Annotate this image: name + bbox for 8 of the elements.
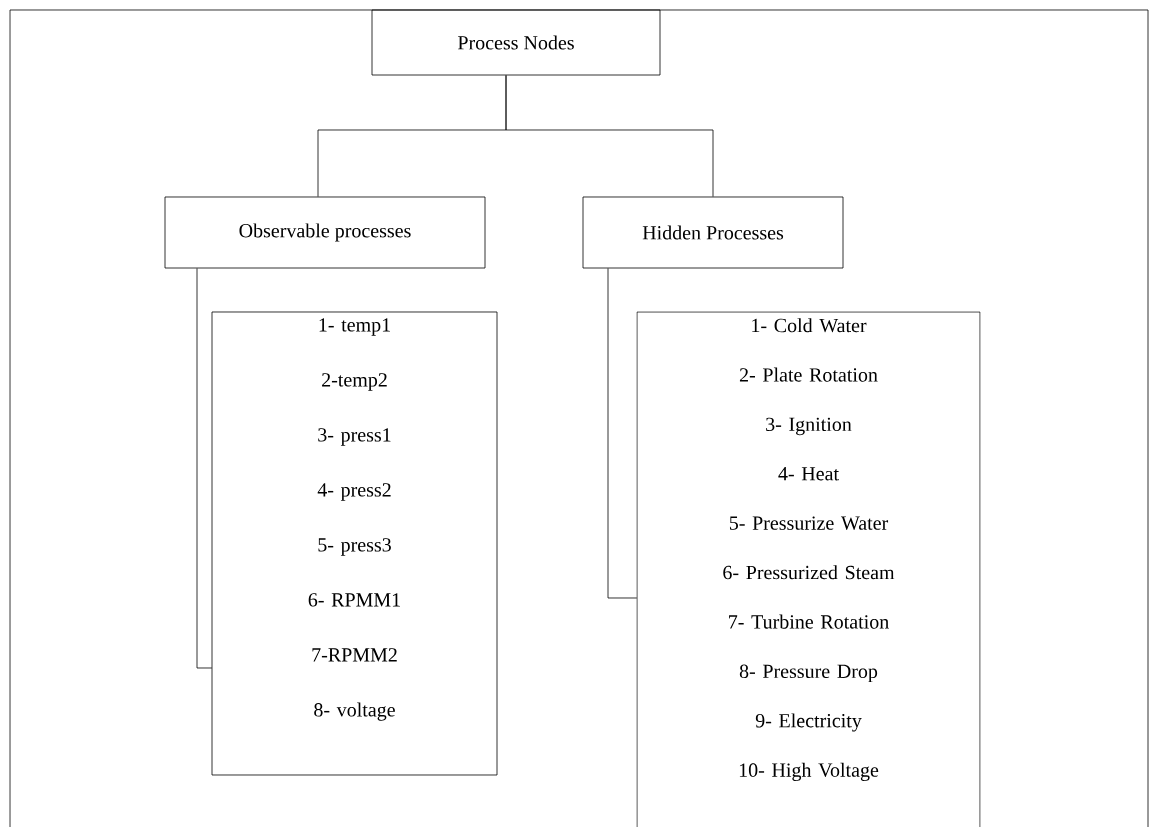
list-box: 1- Cold Water 2- Plate Rotation 3- Ignition 4- Heat 5- Pressurize Water 6- Pressurized Steam 7- Turbine Rotation 8- Pressure Drop 9- Electricity 10- High Voltage <box>636 311 981 827</box>
category-box: Hidden Processes <box>582 196 844 269</box>
connector-line <box>196 268 213 669</box>
category-box: Observable processes <box>164 196 486 269</box>
list-box: 1- temp1 2-temp2 3- press1 4- press2 5- press3 6- RPMM1 7-RPMM2 8- voltage <box>211 311 498 776</box>
root-box: Process Nodes <box>371 9 661 76</box>
connector-line <box>505 75 714 197</box>
connector-line <box>607 268 638 599</box>
